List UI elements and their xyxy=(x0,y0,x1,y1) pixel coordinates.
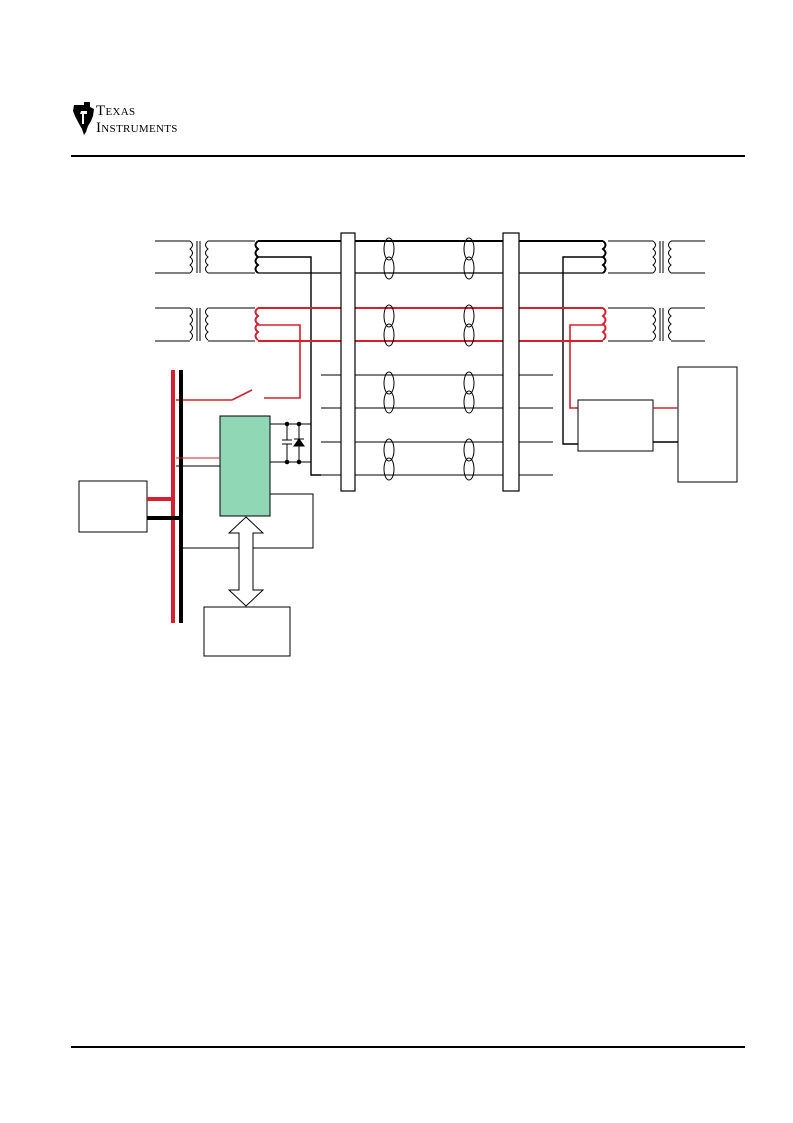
ti-logo: TEXAS INSTRUMENTS xyxy=(72,102,182,138)
twisted-pair-icon xyxy=(383,237,475,481)
footer-rule xyxy=(71,1046,745,1048)
brand-line-1: TEXAS xyxy=(96,103,136,119)
bidirectional-arrow-icon xyxy=(227,516,265,607)
transformer-icon xyxy=(601,240,705,274)
transformer-icon xyxy=(601,307,705,342)
diode-icon xyxy=(293,424,305,462)
header-rule xyxy=(71,155,745,157)
ti-wordmark: TEXAS INSTRUMENTS xyxy=(96,103,178,137)
pse-controller-block xyxy=(219,415,271,517)
ti-state-logo-icon xyxy=(73,102,94,135)
transformer-icon xyxy=(155,307,260,342)
connector-icon xyxy=(502,232,520,492)
brand-line-2: INSTRUMENTS xyxy=(96,120,178,136)
capacitor-icon xyxy=(282,424,292,462)
connector-icon xyxy=(340,232,356,492)
transformer-icon xyxy=(155,240,260,274)
